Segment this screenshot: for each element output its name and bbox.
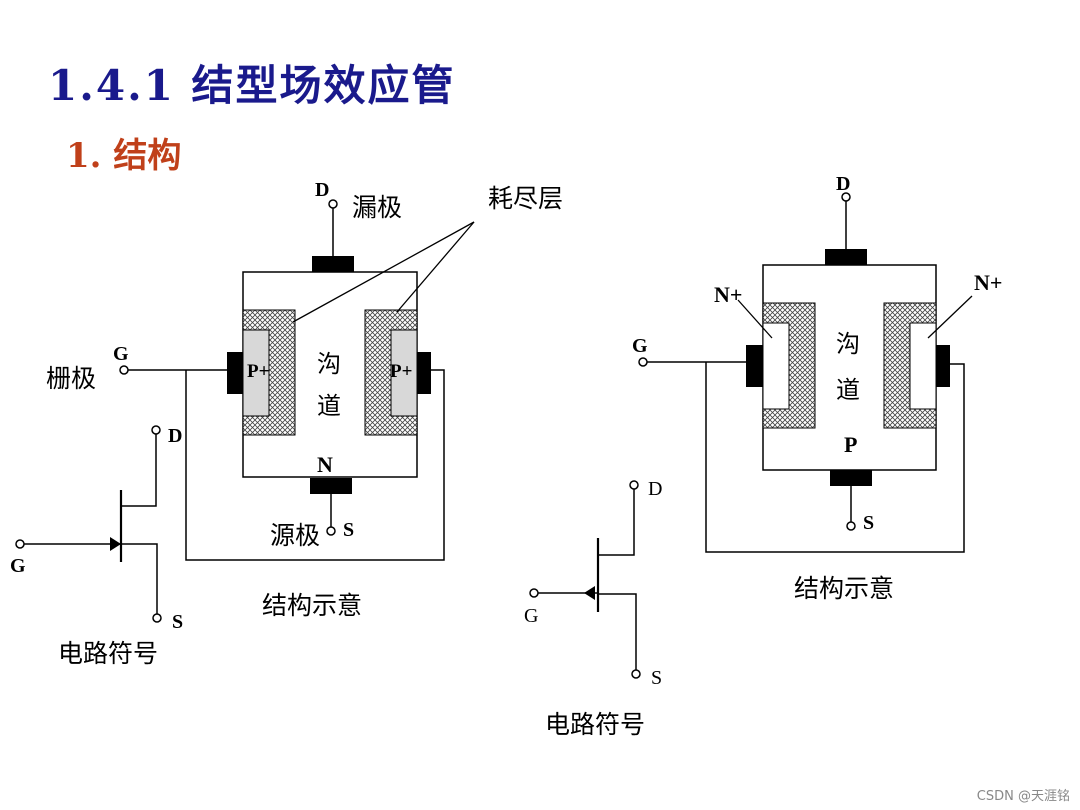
left-gate-contact-left: [227, 352, 243, 394]
left-channel-char1: 沟: [317, 351, 341, 378]
right-drain-contact: [825, 249, 867, 265]
right-n-plus-left-label: N+: [714, 282, 742, 307]
left-gate-contact-right: [417, 352, 431, 394]
right-substrate-label: P: [844, 432, 857, 457]
right-drain-terminal: [841, 192, 851, 202]
left-symbol-arrow: [110, 537, 121, 551]
left-device: D 漏极 耗尽层 G 栅极 P+ P+ 沟 道 N 源极 S 结构示意: [46, 179, 563, 620]
right-gate-contact-right: [936, 345, 950, 387]
right-gate-loop-wire: [705, 362, 965, 553]
right-symbol-caption: 电路符号: [545, 711, 645, 739]
left-p-plus-left-label: P+: [247, 361, 269, 382]
left-structure-caption: 结构示意: [262, 592, 362, 620]
right-channel-char2: 道: [836, 377, 860, 404]
left-drain-name: 漏极: [352, 194, 402, 222]
right-source-contact: [830, 470, 872, 486]
left-symbol-drain: D: [168, 425, 182, 447]
left-drain-terminal: [328, 199, 338, 209]
right-drain-label: D: [836, 173, 850, 195]
right-n-plus-left: [762, 322, 790, 410]
left-circuit-symbol: D G S 电路符号: [10, 425, 183, 668]
right-symbol-arrow: [584, 586, 595, 600]
left-symbol-gate: G: [10, 555, 26, 577]
right-structure-caption: 结构示意: [794, 575, 894, 603]
left-source-label: S: [343, 519, 354, 541]
right-source-label: S: [863, 512, 874, 534]
right-device: D N+ N+ G 沟 道 P S 结构示意: [632, 173, 1002, 603]
left-drain-contact: [312, 256, 354, 272]
left-p-plus-left: [242, 329, 270, 417]
left-gate-loop-wire: [185, 369, 445, 561]
right-symbol-drain: D: [648, 478, 662, 500]
left-symbol-caption: 电路符号: [58, 640, 158, 668]
right-gate-contact-left: [746, 345, 763, 387]
right-symbol-source: S: [651, 667, 662, 689]
left-p-plus-right-label: P+: [390, 361, 412, 382]
right-n-plus-right: [909, 322, 937, 410]
left-symbol-source: S: [172, 611, 183, 633]
right-symbol-gate: G: [524, 605, 538, 627]
right-source-terminal: [846, 521, 856, 531]
left-source-contact: [310, 478, 352, 494]
left-source-name: 源极: [270, 522, 320, 550]
right-channel-char1: 沟: [836, 331, 860, 358]
left-channel-char2: 道: [317, 393, 341, 420]
left-source-terminal: [326, 526, 336, 536]
right-gate-terminal: [638, 357, 648, 367]
slide-title: 1.4.1 结型场效应管: [48, 61, 456, 110]
left-substrate-label: N: [317, 452, 333, 477]
left-gate-label: G: [113, 343, 129, 365]
section-title: 1. 结构: [66, 136, 182, 176]
depletion-layer-label: 耗尽层: [488, 185, 563, 213]
right-circuit-symbol: D G S 电路符号: [524, 478, 662, 739]
left-gate-name: 栅极: [46, 365, 96, 393]
left-drain-label: D: [315, 179, 329, 201]
right-n-plus-right-label: N+: [974, 270, 1002, 295]
left-gate-terminal: [119, 365, 129, 375]
right-gate-label: G: [632, 335, 648, 357]
watermark: CSDN @天涯铭: [976, 789, 1070, 804]
